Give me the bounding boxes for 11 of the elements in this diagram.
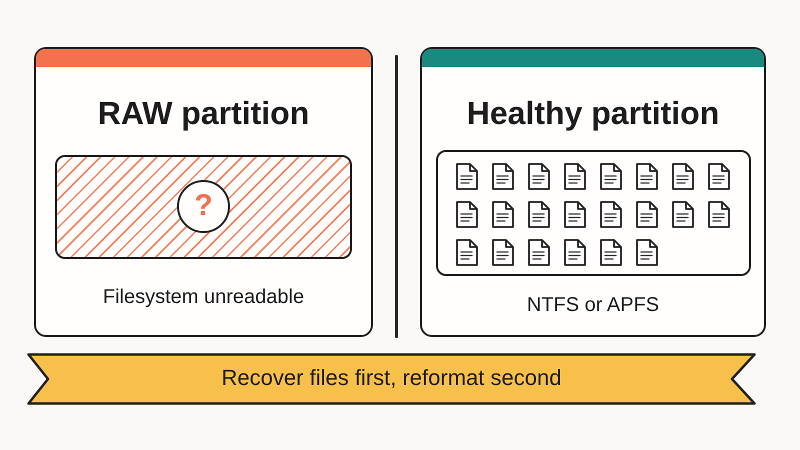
panel-title: RAW partition (98, 94, 310, 133)
banner-text: Recover files first, reformat second (222, 364, 562, 392)
file-grid-box (436, 150, 751, 276)
ribbon-banner (27, 353, 756, 405)
partition-panel (34, 47, 373, 337)
panel-caption: Filesystem unreadable (102, 285, 304, 309)
partition-panel (420, 47, 766, 337)
question-mark-circle: ? (177, 180, 230, 233)
panel-title: Healthy partition (466, 94, 720, 133)
hatched-area (55, 155, 352, 259)
panel-caption: NTFS or APFS (526, 293, 660, 317)
